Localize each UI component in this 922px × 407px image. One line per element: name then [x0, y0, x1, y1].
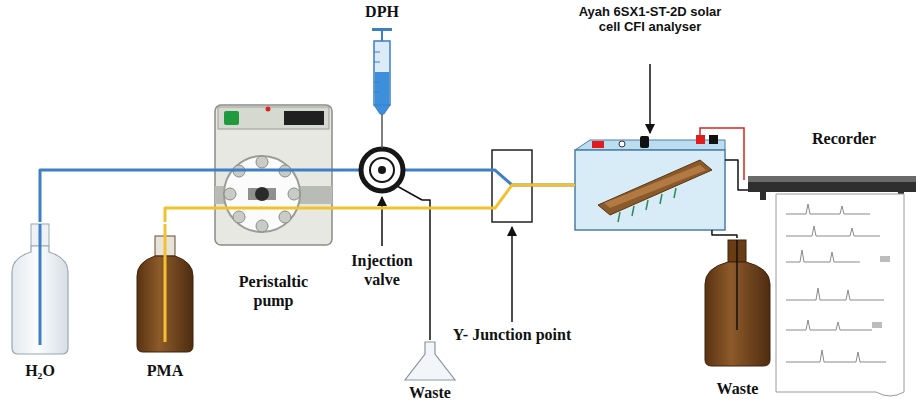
valve-unit: Injection valve	[342, 148, 422, 293]
component-label: PMA	[130, 362, 200, 382]
flow-tube	[334, 169, 342, 172]
component-label: Waste	[700, 380, 775, 400]
pump-unit: Peristaltic pump	[213, 102, 334, 312]
component-label: DPH	[357, 3, 407, 21]
injection-valve	[342, 149, 422, 200]
flow-tube	[725, 160, 748, 190]
waste-vessel: Waste	[400, 340, 460, 402]
component-label: Recorder	[748, 128, 918, 148]
component-label: Peristaltic pump	[213, 273, 334, 312]
water-bottle	[12, 224, 68, 354]
recorder-unit: Recorder	[748, 128, 918, 400]
leader-arrow	[511, 227, 513, 322]
reagent-bottle	[137, 224, 193, 352]
leader-arrow	[649, 64, 651, 133]
component-label: Ayah 6SX1-ST-2D solar cell CFI analyser	[575, 5, 725, 35]
flow-tube	[422, 200, 430, 340]
waste-vessel: Waste	[700, 238, 775, 400]
syringe	[372, 28, 392, 140]
flow-tube	[40, 170, 213, 222]
flow-tube	[334, 185, 575, 208]
component-label: Injection valve	[342, 252, 422, 293]
flow-tube	[712, 230, 737, 238]
callout-label: Y- Junction point	[452, 326, 572, 344]
solar-cell-analyser	[575, 135, 725, 230]
waste-flask	[405, 342, 455, 380]
flow-tube	[165, 208, 213, 222]
component-label: H₂O	[5, 362, 75, 382]
reagent-reservoir: H₂O	[5, 222, 75, 382]
component-label: Waste	[400, 384, 460, 402]
analyser-unit: Ayah 6SX1-ST-2D solar cell CFI analyser	[575, 5, 725, 230]
peristaltic-pump	[213, 105, 334, 245]
waste-bottle	[705, 240, 770, 366]
flow-tube	[422, 170, 575, 185]
sample-syringe: DPH	[357, 3, 407, 140]
flow-tube	[381, 140, 383, 148]
leader-arrow	[381, 197, 383, 246]
reagent-reservoir: PMA	[130, 222, 200, 382]
chart-recorder	[748, 176, 916, 396]
